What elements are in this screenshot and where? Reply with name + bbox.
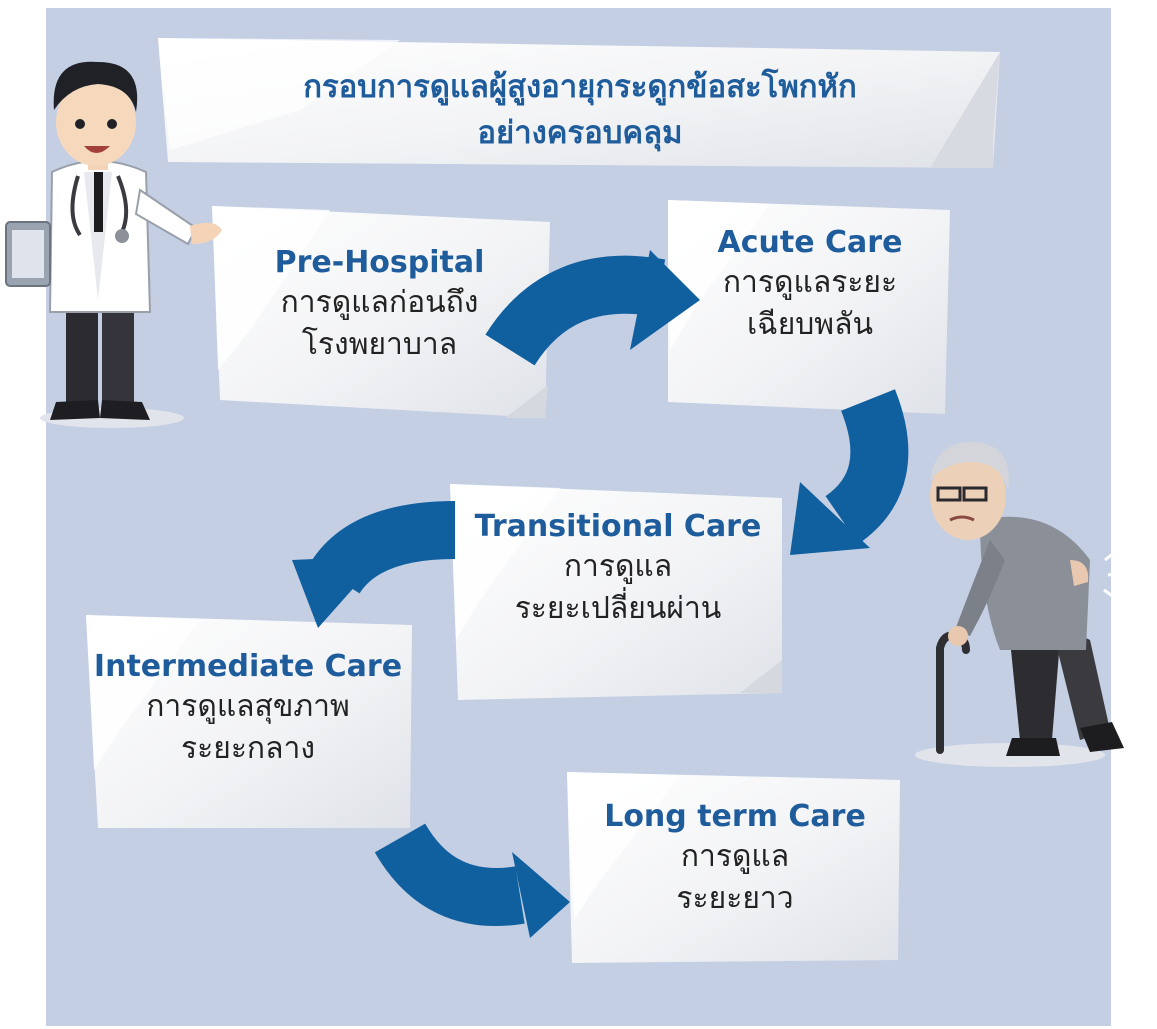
stage-line-1: การดูแล xyxy=(680,839,790,874)
stage-line-2: ระยะกลาง xyxy=(181,731,315,766)
card-pre-hospital xyxy=(212,206,550,418)
stage-line-1: การดูแลระยะ xyxy=(722,265,898,300)
stage-transitional-care: Transitional Care การดูแล ระยะเปลี่ยนผ่า… xyxy=(458,508,778,630)
stage-line-1: การดูแล xyxy=(563,549,673,584)
card-acute-care xyxy=(668,200,950,414)
stage-heading: Transitional Care xyxy=(474,509,762,544)
arrow-acute-to-transitional xyxy=(790,389,909,555)
arrow-pre-hospital-to-acute xyxy=(485,250,700,367)
stage-line-2: เฉียบพลัน xyxy=(747,307,873,342)
stage-line-2: ระยะยาว xyxy=(676,881,794,916)
stage-pre-hospital: Pre-Hospital การดูแลก่อนถึง โรงพยาบาล xyxy=(222,244,537,366)
stage-heading: Intermediate Care xyxy=(93,649,403,684)
stage-acute-care: Acute Care การดูแลระยะ เฉียบพลัน xyxy=(680,224,940,346)
stage-line-2: โรงพยาบาล xyxy=(301,327,458,362)
page-title: กรอบการดูแลผู้สูงอายุกระดูกข้อสะโพกหัก อ… xyxy=(175,64,985,156)
stage-intermediate-care: Intermediate Care การดูแลสุขภาพ ระยะกลาง xyxy=(92,648,404,770)
stage-heading: Pre-Hospital xyxy=(274,245,485,280)
elderly-patient-illustration xyxy=(915,441,1127,767)
title-line-1: กรอบการดูแลผู้สูงอายุกระดูกข้อสะโพกหัก xyxy=(303,69,857,105)
stage-line-2: ระยะเปลี่ยนผ่าน xyxy=(514,591,722,626)
stage-heading: Acute Care xyxy=(717,225,903,260)
stage-long-term-care: Long term Care การดูแล ระยะยาว xyxy=(580,798,890,920)
arrow-transitional-to-intermediate xyxy=(292,501,456,628)
title-line-2: อย่างครอบคลุม xyxy=(477,115,683,151)
card-transitional-care xyxy=(450,484,782,700)
card-long-term-care xyxy=(567,772,900,963)
doctor-illustration xyxy=(5,61,222,428)
card-intermediate-care xyxy=(86,615,412,828)
arrow-intermediate-to-long-term xyxy=(374,822,570,938)
stage-heading: Long term Care xyxy=(604,799,866,834)
stage-line-1: การดูแลก่อนถึง xyxy=(280,285,479,320)
stage-line-1: การดูแลสุขภาพ xyxy=(146,689,350,724)
title-banner xyxy=(158,38,1000,168)
